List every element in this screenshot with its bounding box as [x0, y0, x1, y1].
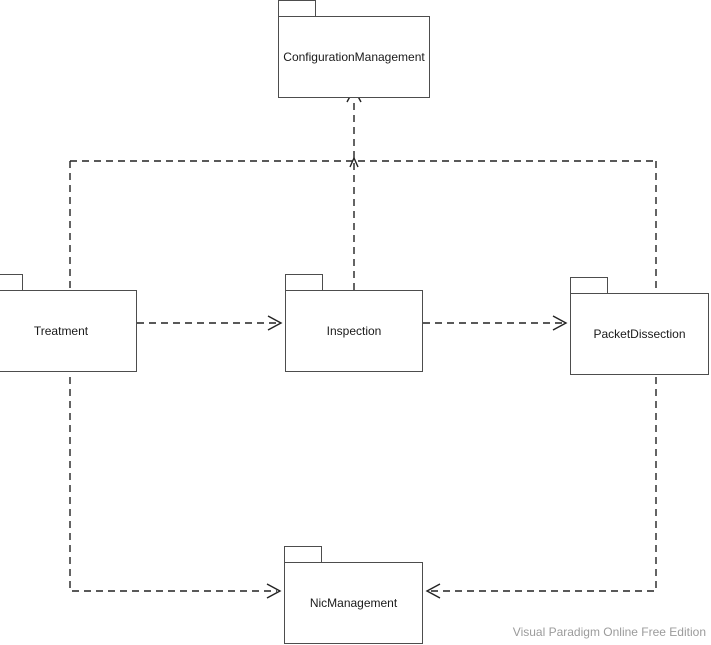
package-tab-icon — [285, 274, 323, 291]
package-tab-icon — [278, 0, 316, 17]
package-body: PacketDissection — [570, 293, 709, 375]
package-label: ConfigurationManagement — [283, 50, 425, 64]
package-tab-icon — [570, 277, 608, 294]
package-configuration-management[interactable]: ConfigurationManagement — [278, 0, 430, 98]
package-label: PacketDissection — [593, 327, 686, 341]
package-body: Inspection — [285, 290, 423, 372]
package-label: Inspection — [326, 324, 382, 338]
package-body: ConfigurationManagement — [278, 16, 430, 98]
connection-treatment-to-nic-management — [69, 161, 282, 599]
package-tab-icon — [284, 546, 322, 563]
package-inspection[interactable]: Inspection — [285, 274, 423, 372]
package-nic-management[interactable]: NicManagement — [284, 546, 423, 644]
connection-treatment-to-inspection — [137, 315, 283, 331]
connection-inspection-to-packet-dissection — [423, 315, 568, 331]
package-body: Treatment — [0, 290, 137, 372]
package-label: NicManagement — [309, 596, 398, 610]
package-label: Treatment — [33, 324, 89, 338]
package-treatment[interactable]: Treatment — [0, 274, 137, 372]
package-packet-dissection[interactable]: PacketDissection — [570, 277, 709, 375]
package-body: NicManagement — [284, 562, 423, 644]
watermark-label: Visual Paradigm Online Free Edition — [512, 625, 706, 639]
connection-inspection-to-configuration-management — [346, 87, 362, 290]
package-tab-icon — [0, 274, 23, 291]
connection-packet-dissection-to-nic-management — [425, 161, 657, 599]
